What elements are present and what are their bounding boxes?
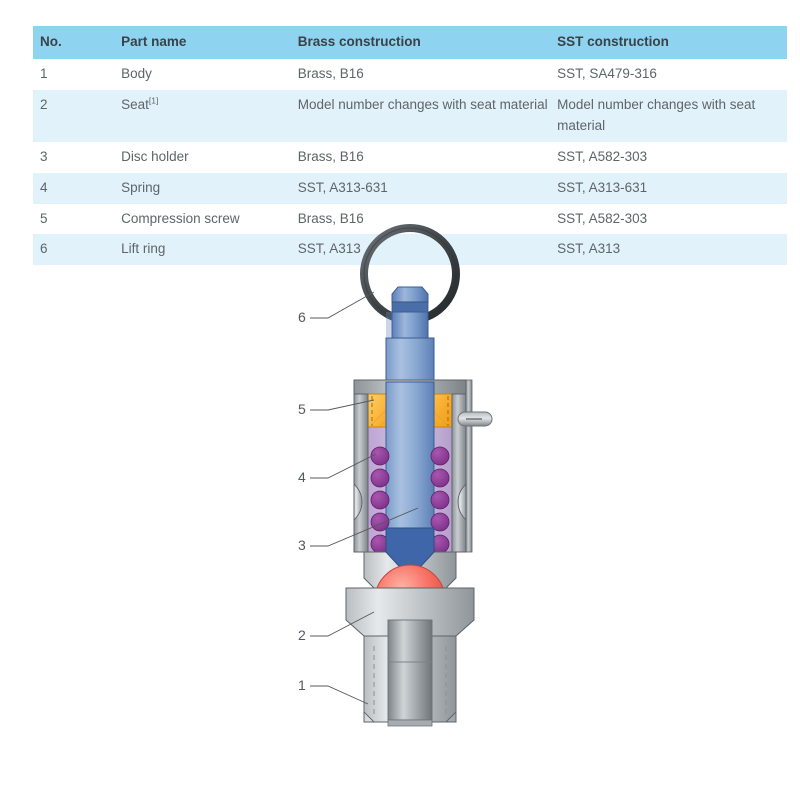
cell-part-name: Body <box>121 59 298 90</box>
part-name-text: Body <box>121 65 152 81</box>
callout-label-2: 2 <box>298 627 306 643</box>
callout-2: 2 <box>298 611 375 643</box>
column-header-no: No. <box>40 34 62 49</box>
table-header: No. Part name Brass construction SST con… <box>33 26 787 59</box>
cell-brass: SST, A313 <box>297 241 361 257</box>
table-row: 4 Spring SST, A313-631 SST, A313-631 <box>33 172 787 204</box>
cell-no: 3 <box>40 148 48 164</box>
callout-1: 1 <box>298 677 369 705</box>
cell-sst: Model number changes with seat material <box>557 96 756 133</box>
leader-line-6 <box>310 291 375 319</box>
table-row: 6 Lift ring SST, A313 SST, A313 <box>33 234 787 266</box>
cell-no: 6 <box>40 241 48 257</box>
part-name-text: Seat <box>121 96 149 112</box>
cell-brass: Model number changes with seat material <box>297 96 548 112</box>
cell-sst: SST, A313-631 <box>557 179 648 195</box>
cell-part-name: Spring <box>121 173 298 204</box>
disc-holder <box>353 482 467 595</box>
cell-no: 5 <box>40 210 48 226</box>
callout-label-3: 3 <box>298 537 306 553</box>
cell-brass: SST, A313-631 <box>297 179 388 195</box>
column-header-sst-construction: SST construction <box>557 34 669 49</box>
cell-part-name: Lift ring <box>121 234 298 265</box>
cell-brass: Brass, B16 <box>297 65 364 81</box>
callout-label-6: 6 <box>298 309 306 325</box>
cell-no: 1 <box>40 65 48 81</box>
valve-body <box>345 587 475 727</box>
callout-3: 3 <box>298 507 419 553</box>
leader-line-4 <box>310 453 377 479</box>
callout-label-4: 4 <box>298 469 306 485</box>
cell-part-name: Disc holder <box>121 142 298 173</box>
cell-no: 2 <box>40 96 48 112</box>
cell-no: 4 <box>40 179 48 195</box>
cell-sst: SST, A582-303 <box>557 148 648 164</box>
valve-cross-section-diagram: 6 5 4 3 2 1 <box>250 222 580 742</box>
callout-5: 5 <box>298 399 375 417</box>
table-header-row: No. Part name Brass construction SST con… <box>33 26 787 59</box>
part-name-text: Lift ring <box>121 241 166 257</box>
cell-brass: Brass, B16 <box>297 148 364 164</box>
set-pin <box>457 411 493 427</box>
part-name-text: Spring <box>121 179 161 195</box>
cell-sst: SST, A313 <box>557 241 621 257</box>
leader-line-1 <box>310 685 369 705</box>
callout-label-5: 5 <box>298 401 306 417</box>
cell-sst: SST, SA479-316 <box>557 65 657 81</box>
table-row: 3 Disc holder Brass, B16 SST, A582-303 <box>33 141 787 173</box>
spring-coil <box>370 446 450 554</box>
callout-label-1: 1 <box>298 677 306 693</box>
cell-sst: SST, A582-303 <box>557 210 648 226</box>
column-header-part-name: Part name <box>121 34 187 49</box>
callout-4: 4 <box>298 453 377 485</box>
column-header-brass-construction: Brass construction <box>297 34 421 49</box>
part-name-text: Compression screw <box>121 210 240 226</box>
callout-6: 6 <box>298 291 375 325</box>
part-name-text: Disc holder <box>121 148 189 164</box>
cell-part-name: Compression screw <box>121 204 298 235</box>
leader-line-2 <box>310 611 375 637</box>
cell-part-name: Seat[1] <box>121 90 298 142</box>
cell-brass: Brass, B16 <box>297 210 364 226</box>
table-row: 2 Seat[1] Model number changes with seat… <box>33 89 787 142</box>
footnote-marker: [1] <box>148 95 159 106</box>
table-row: 1 Body Brass, B16 SST, SA479-316 <box>33 58 787 90</box>
valve-stem-upper <box>385 286 435 383</box>
leader-line-5 <box>310 399 375 411</box>
leader-line-3 <box>310 507 419 547</box>
